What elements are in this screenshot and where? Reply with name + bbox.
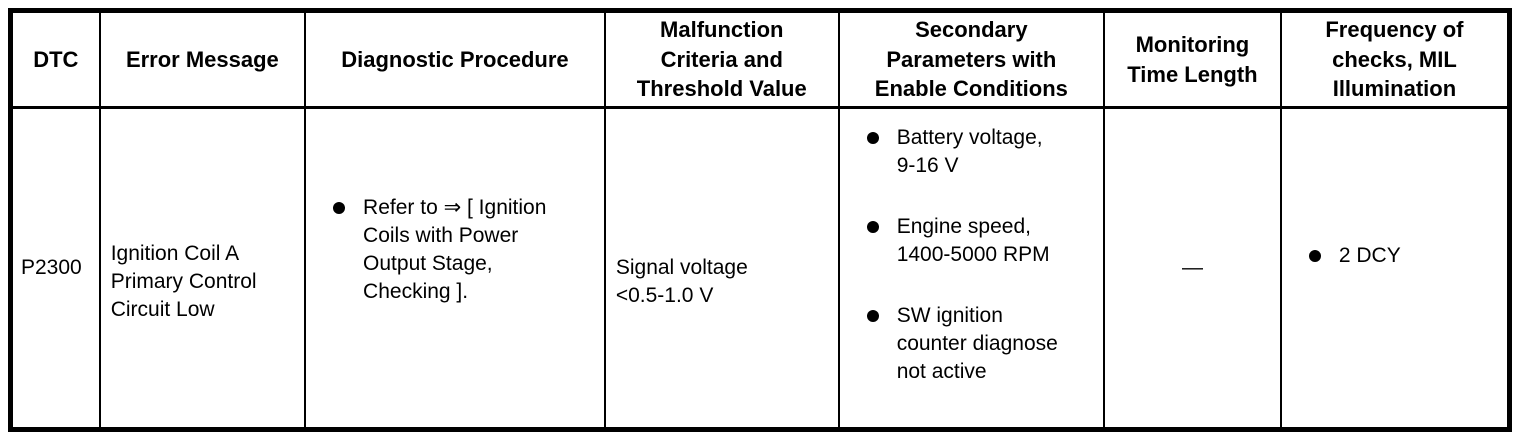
col-header-error-message: Error Message [98,9,307,110]
bullet-icon [866,132,879,145]
bullet-icon [866,220,879,233]
frequency-text: 2 DCY [1338,244,1401,268]
secondary-parameter-text: Battery voltage, 9-16 V [896,126,1043,177]
table-row: P2300 Ignition Coil A Primary Control Ci… [9,106,1511,431]
bullet-icon [1308,250,1321,263]
col-header-secondary-parameters: Secondary Parameters with Enable Conditi… [837,9,1106,110]
diagnostic-procedure-list: Refer to ⇒ [ Ignition Coils with Power O… [307,194,603,306]
list-item: Engine speed, 1400-5000 RPM [866,213,1096,269]
frequency-list: 2 DCY [1283,242,1506,270]
cell-malfunction-criteria: Signal voltage <0.5-1.0 V [603,106,840,431]
col-header-diagnostic-procedure: Diagnostic Procedure [304,9,606,110]
dtc-table: DTC Error Message Diagnostic Procedure M… [8,8,1512,432]
bullet-icon [333,202,346,215]
list-item: Refer to ⇒ [ Ignition Coils with Power O… [333,194,597,306]
list-item: SW ignition counter diagnose not active [866,302,1096,386]
secondary-parameter-text: SW ignition counter diagnose not active [896,303,1058,383]
secondary-parameter-text: Engine speed, 1400-5000 RPM [896,214,1050,266]
cell-diagnostic-procedure: Refer to ⇒ [ Ignition Coils with Power O… [304,106,606,431]
malfunction-criteria-text: Signal voltage <0.5-1.0 V [615,256,748,307]
col-header-dtc: DTC [9,9,101,110]
list-item: Battery voltage, 9-16 V [866,124,1096,180]
secondary-parameters-list: Battery voltage, 9-16 V Engine speed, 14… [841,110,1102,385]
cell-frequency: 2 DCY [1279,106,1511,431]
col-header-frequency: Frequency of checks, MIL Illumination [1279,9,1511,110]
cell-secondary-parameters: Battery voltage, 9-16 V Engine speed, 14… [837,106,1106,431]
cell-dtc: P2300 [9,106,101,431]
bullet-icon [866,309,879,322]
cell-error-message: Ignition Coil A Primary Control Circuit … [98,106,307,431]
error-message-text: Ignition Coil A Primary Control Circuit … [110,242,257,321]
diagnostic-procedure-text: Refer to ⇒ [ Ignition Coils with Power O… [363,196,547,303]
col-header-monitoring-time: Monitoring Time Length [1103,9,1282,110]
list-item: 2 DCY [1308,242,1500,270]
monitoring-time-value: — [1181,256,1203,280]
col-header-malfunction-criteria: Malfunction Criteria and Threshold Value [603,9,840,110]
cell-monitoring-time: — [1103,106,1282,431]
dtc-code: P2300 [21,256,82,280]
table-header-row: DTC Error Message Diagnostic Procedure M… [9,9,1511,110]
